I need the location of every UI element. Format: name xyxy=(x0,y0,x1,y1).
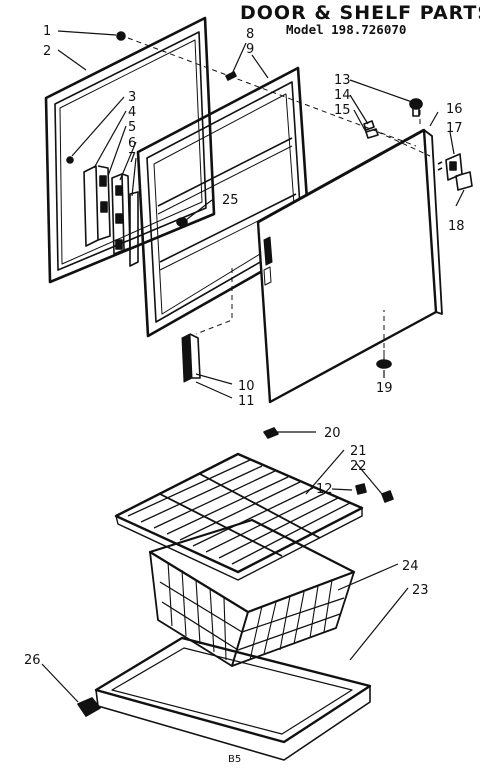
callout-4: 4 xyxy=(128,105,136,120)
callout-17: 17 xyxy=(446,121,463,136)
bottom-tray xyxy=(94,636,372,761)
callout-19: 19 xyxy=(376,381,393,396)
page-code: B5 xyxy=(228,754,241,765)
callout-26: 26 xyxy=(24,653,41,668)
callout-6: 6 xyxy=(128,136,136,151)
leader-lines xyxy=(41,30,465,703)
door-gasket xyxy=(44,16,216,284)
callout-12: 12 xyxy=(316,482,333,497)
shelf-parts-20-12-22 xyxy=(263,427,394,503)
callout-1: 1 xyxy=(43,24,51,39)
callout-7: 7 xyxy=(128,151,136,166)
door-part-13 xyxy=(409,98,423,117)
door-parts-14-15 xyxy=(363,120,379,139)
callouts: 1 2 3 4 5 6 7 8 9 10 11 12 13 14 15 16 1… xyxy=(24,24,465,765)
door-part-19 xyxy=(376,350,392,369)
callout-20: 20 xyxy=(324,426,341,441)
tray-clip-26 xyxy=(77,697,101,717)
callout-13: 13 xyxy=(334,73,351,88)
door-part-25 xyxy=(176,217,188,227)
screw-1 xyxy=(116,31,126,41)
callout-14: 14 xyxy=(334,88,351,103)
callout-18: 18 xyxy=(448,219,465,234)
callout-22: 22 xyxy=(350,459,367,474)
callout-16: 16 xyxy=(446,102,463,117)
diagram-title: DOOR & SHELF PARTS xyxy=(240,2,480,24)
latch-17-18 xyxy=(437,153,473,191)
hinge-bracket-3-7 xyxy=(66,156,139,267)
callout-21: 21 xyxy=(350,444,367,459)
alignment-lines xyxy=(127,37,431,348)
callout-5: 5 xyxy=(128,120,136,135)
callout-2: 2 xyxy=(43,44,51,59)
door-outer-panel xyxy=(256,128,443,404)
callout-15: 15 xyxy=(334,103,351,118)
wire-basket xyxy=(148,518,356,667)
callout-24: 24 xyxy=(402,559,419,574)
wire-shelf xyxy=(114,452,364,581)
callout-9: 9 xyxy=(246,42,254,57)
hinge-10-11 xyxy=(181,333,201,383)
callout-23: 23 xyxy=(412,583,429,598)
screw-8 xyxy=(225,71,237,81)
callout-25: 25 xyxy=(222,193,239,208)
callout-11: 11 xyxy=(238,394,255,409)
callout-10: 10 xyxy=(238,379,255,394)
model-number: Model 198.726070 xyxy=(286,22,407,37)
callout-3: 3 xyxy=(128,90,136,105)
callout-8: 8 xyxy=(246,27,254,42)
